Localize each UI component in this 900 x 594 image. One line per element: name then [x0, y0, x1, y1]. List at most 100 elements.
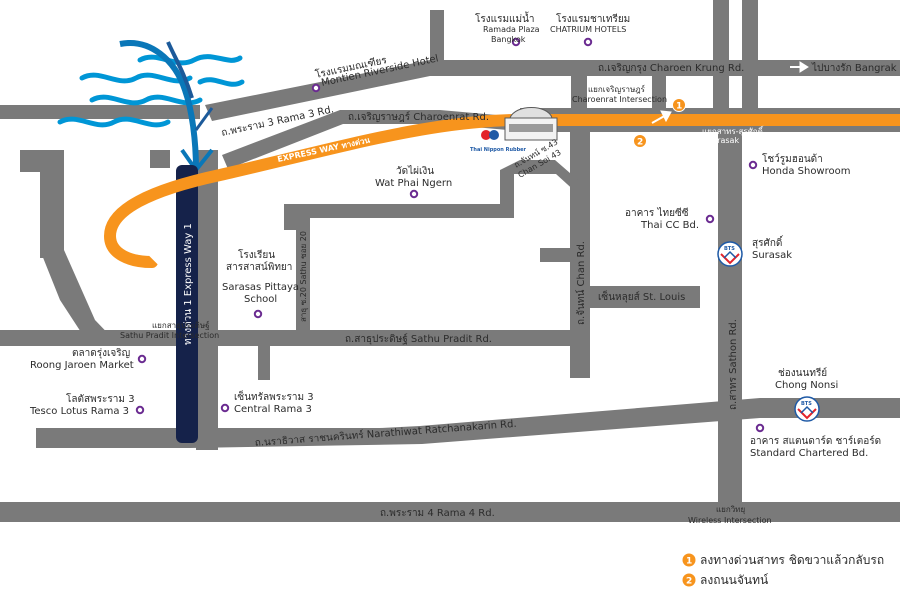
road-left-top — [0, 105, 200, 119]
poi-menam-icon — [511, 37, 521, 47]
place-wat-th: วัดไผ่เงิน — [396, 165, 434, 177]
poi-school-icon — [253, 309, 263, 319]
place-thaicc-en: Thai CC Bd. — [640, 220, 699, 231]
int-charoenrat-en: Charoenrat Intersection — [572, 95, 667, 104]
sathon-exit-arrow-icon — [651, 110, 672, 124]
road-label-charoen-krung: ถ.เจริญกรุง Charoen Krung Rd. — [598, 63, 744, 74]
legend-item-1-text: ลงทางด่วนสาทร ชิดขวาแล้วกลับรถ — [700, 553, 884, 567]
bangrak-arrow-icon — [790, 61, 809, 73]
place-stlouis: เซ็นหลุยส์ St. Louis — [598, 289, 685, 303]
place-tesco-en: Tesco Lotus Rama 3 — [29, 406, 129, 417]
road-narathiwat — [36, 398, 900, 448]
place-chatrium-th: โรงแรมชาเทรียม — [556, 12, 630, 25]
road-label-sathu-soi20: สาธุ ซ.20 Sathu ซอย 20 — [299, 231, 308, 322]
express-way-1 — [176, 165, 198, 443]
place-school-th2: สารสาสน์พิทยา — [226, 261, 292, 273]
place-chongnonsi-en: Chong Nonsi — [775, 380, 838, 391]
poi-montien-icon — [311, 83, 321, 93]
road-sathu-stub — [258, 346, 270, 380]
poi-tesco-icon — [135, 405, 145, 415]
road-v2 — [713, 0, 729, 132]
legend: 1 ลงทางด่วนสาทร ชิดขวาแล้วกลับรถ 2 ลงถนน… — [682, 553, 884, 587]
road-label-charoenrat: ถ.เจริญราษฎร์ Charoenrat Rd. — [348, 111, 489, 123]
bts-chong-nonsi-text: BTS — [801, 401, 812, 407]
place-menam-th: โรงแรมแม่น้ำ — [475, 11, 535, 25]
int-wireless-th: แยกวิทยุ — [716, 505, 745, 514]
legend-badge-1-text: 1 — [686, 557, 692, 567]
thai-nippon-logo: Thai Nippon Rubber — [470, 130, 527, 153]
place-chongnonsi-th: ช่องนนทรีย์ — [778, 367, 827, 379]
bts-surasak-icon: BTS — [717, 241, 743, 267]
place-roong-th: ตลาดรุ่งเจริญ — [72, 348, 130, 359]
thai-nippon-rubber-building — [504, 107, 558, 141]
badge-2: 2 — [633, 134, 647, 148]
place-school-en1: Sarasas Pittaya — [222, 282, 299, 293]
logo-text: Thai Nippon Rubber — [470, 147, 527, 153]
road-label-sathu-pradit: ถ.สาธุประดิษฐ์ Sathu Pradit Rd. — [345, 333, 492, 345]
road-rama3-vertical — [196, 150, 218, 450]
int-charoenrat-th: แยกเจริญราษฎร์ — [588, 84, 646, 94]
road-wat-phai-ngern — [284, 204, 514, 218]
expressway-arrow-icon — [149, 252, 171, 267]
place-honda-en: Honda Showroom — [762, 166, 850, 177]
place-chatrium-en: CHATRIUM HOTELS — [550, 25, 626, 34]
bts-surasak-text: BTS — [724, 246, 735, 252]
int-sathu-pradit-en: Sathu Pradit Intersection — [120, 331, 219, 340]
road-st-louis-east — [590, 286, 700, 308]
legend-item-1: 1 ลงทางด่วนสาทร ชิดขวาแล้วกลับรถ — [682, 553, 884, 567]
road-v3 — [742, 0, 758, 132]
road-wat-left — [284, 204, 296, 230]
place-surasak-en: Surasak — [752, 250, 792, 261]
express-way-1-label: ทางด่วน 1 Express Way 1 — [183, 223, 194, 345]
badge-1-text: 1 — [676, 102, 682, 112]
legend-item-2: 2 ลงถนนจันทน์ — [682, 573, 768, 587]
bts-chong-nonsi-icon: BTS — [794, 396, 820, 422]
road-label-sathon: ถ.สาทร Sathon Rd. — [728, 319, 739, 410]
road-label-chan: ถ.จันทน์ Chan Rd. — [575, 241, 587, 325]
road-rama4 — [0, 502, 900, 522]
road-left-edge — [20, 150, 40, 172]
badge-1: 1 — [672, 98, 686, 112]
int-sathon-surasak-en: Sathon-Surasak Intersection — [676, 136, 789, 145]
road-sathu-pradit — [0, 330, 590, 346]
place-school-th1: โรงเรียน — [238, 248, 275, 261]
legend-item-2-text: ลงถนนจันทน์ — [700, 573, 768, 587]
place-school-en2: School — [244, 294, 277, 305]
poi-thaicc-icon — [705, 214, 715, 224]
road-left-mid — [40, 150, 64, 258]
poi-markers — [135, 37, 765, 433]
legend-badge-2-text: 2 — [686, 577, 692, 587]
place-menam-en1: Ramada Plaza — [483, 25, 540, 34]
road-top-connector — [430, 10, 444, 76]
place-honda-th: โชว์รูมฮอนด้า — [762, 152, 823, 165]
place-central-en: Central Rama 3 — [234, 404, 312, 415]
place-wat-en: Wat Phai Ngern — [375, 178, 452, 189]
poi-roong-icon — [137, 354, 147, 364]
road-label-rama4: ถ.พระราม 4 Rama 4 Rd. — [380, 508, 495, 519]
road-label-bangrak: ไปบางรัก Bangrak — [811, 62, 897, 74]
int-wireless-en: Wireless Intersection — [688, 516, 772, 525]
place-standard-en: Standard Chartered Bd. — [750, 448, 868, 459]
road-left-vert — [150, 150, 170, 168]
poi-chatrium-icon — [583, 37, 593, 47]
road-sathu-soi20 — [296, 218, 310, 330]
place-thaicc-th: อาคาร ไทยซีซี — [625, 207, 689, 219]
place-central-th: เซ็นทรัลพระราม 3 — [234, 389, 314, 403]
badge-2-text: 2 — [637, 138, 643, 148]
place-tesco-th: โลตัสพระราม 3 — [66, 392, 135, 405]
int-sathu-pradit-th: แยกสาธุประดิษฐ์ — [152, 320, 210, 330]
place-surasak-th: สุรศักดิ์ — [752, 235, 784, 249]
poi-wat-icon — [409, 189, 419, 199]
chao-phraya-river — [57, 54, 245, 128]
road-sathon — [718, 132, 742, 522]
place-menam-en2: Bangkok — [491, 35, 526, 44]
road-chan-soi43 — [500, 160, 578, 205]
poi-central-icon — [220, 403, 230, 413]
poi-honda-icon — [748, 160, 758, 170]
int-sathon-surasak-th: แยกสาทร-สุรศักดิ์ — [702, 125, 764, 136]
place-standard-th: อาคาร สแตนดาร์ด ชาร์เตอร์ด — [750, 435, 881, 447]
orange-expressway — [103, 114, 900, 268]
road-st-louis — [540, 248, 578, 262]
poi-standard-icon — [755, 423, 765, 433]
